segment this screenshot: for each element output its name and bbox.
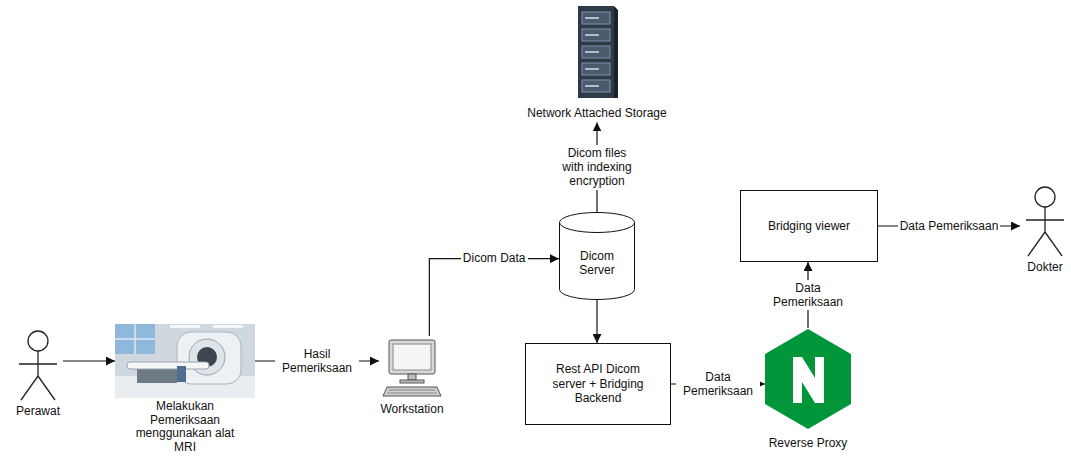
node-label: Perawat [16, 404, 60, 418]
nginx-hexagon-shape [765, 329, 851, 429]
storage-server: Network Attached Storage [527, 4, 666, 120]
server-slot [582, 12, 610, 24]
text-holder: Dicom Server [559, 212, 635, 300]
server-slot-light [585, 85, 599, 87]
actor-figure: Perawat [16, 330, 60, 418]
node-label: Reverse Proxy [769, 436, 848, 450]
nginx-hexagon [764, 328, 852, 430]
window-frame [115, 338, 155, 340]
bed-base [137, 369, 177, 383]
edge-label: Data Pemeriksaan [766, 280, 850, 311]
edge-label: Hasil Pemeriksaan [275, 346, 359, 377]
cylinder-body [560, 213, 635, 300]
server-slot [582, 46, 610, 58]
actor-arms [19, 363, 57, 364]
node-label: Rest API Dicom server + Bridging Backend [542, 362, 654, 405]
monitor-base [400, 380, 424, 383]
scanner-panel [177, 366, 186, 382]
storage-server [574, 4, 620, 100]
server-slot [582, 80, 610, 92]
server-rack [578, 6, 614, 98]
mri-photo [115, 324, 255, 398]
actor-arms [1026, 219, 1064, 220]
text-holder: Bridging viewer [740, 190, 878, 262]
server-slot-light [585, 51, 599, 53]
scanner-housing [177, 332, 241, 384]
process-box: Bridging viewer [740, 190, 878, 262]
server-slot-light [585, 17, 599, 19]
keyboard-keys [387, 393, 437, 394]
edge-label: Dicom Data [461, 250, 528, 266]
mri-photo: Melakukan Pemeriksaan menggunakan alat M… [115, 324, 255, 454]
server-slot [582, 63, 610, 75]
box-rect [741, 191, 878, 262]
actor-head [1035, 187, 1055, 207]
monitor-screen [393, 344, 431, 370]
server-side [614, 6, 618, 98]
node-label: Workstation [380, 402, 443, 416]
workstation-icon [381, 338, 443, 398]
actor-figure: Dokter [1023, 186, 1067, 274]
actor-figure [16, 330, 60, 402]
node-label: Network Attached Storage [527, 106, 666, 120]
process-box: Rest API Dicom server + Bridging Backend [525, 343, 671, 425]
room-window [115, 324, 155, 354]
node-label: Dokter [1027, 260, 1062, 274]
server-slot-light [585, 68, 599, 70]
actor-leg [1028, 232, 1045, 256]
box-rect [526, 344, 671, 425]
keyboard [383, 387, 441, 396]
actor-leg [1045, 232, 1062, 256]
edge-label: Dicom files with indexing encryption [554, 145, 640, 190]
database-cylinder: Dicom Server [559, 212, 635, 300]
room-wall [115, 324, 255, 398]
cylinder-rim [560, 223, 635, 233]
server-slot [582, 29, 610, 41]
connector-arrow [429, 259, 559, 336]
nginx-n-shape [793, 357, 824, 403]
node-label: Melakukan Pemeriksaan menggunakan alat M… [126, 400, 244, 454]
actor-leg [38, 376, 55, 400]
scanner-ring [189, 339, 225, 375]
monitor-stand [408, 374, 416, 380]
text-holder: Rest API Dicom server + Bridging Backend [525, 343, 671, 425]
node-label: Bridging viewer [768, 219, 850, 233]
node-label: Dicom Server [569, 249, 625, 278]
actor-leg [21, 376, 38, 400]
actor-figure [1023, 186, 1067, 258]
edge-label: Data Pemeriksaan [898, 218, 1001, 234]
nginx-hexagon: Reverse Proxy [764, 328, 852, 450]
connector-arrow [596, 300, 597, 343]
patient-bed [127, 362, 209, 369]
connector-arrow [63, 360, 115, 361]
server-slot-light [585, 34, 599, 36]
actor-head [28, 331, 48, 351]
monitor [389, 340, 435, 374]
workstation-icon: Workstation [380, 338, 443, 416]
edge-label: Data Pemeriksaan [676, 369, 760, 400]
keyboard-keys [389, 390, 435, 391]
ceiling-light [170, 325, 200, 328]
ceiling-light [213, 325, 243, 328]
